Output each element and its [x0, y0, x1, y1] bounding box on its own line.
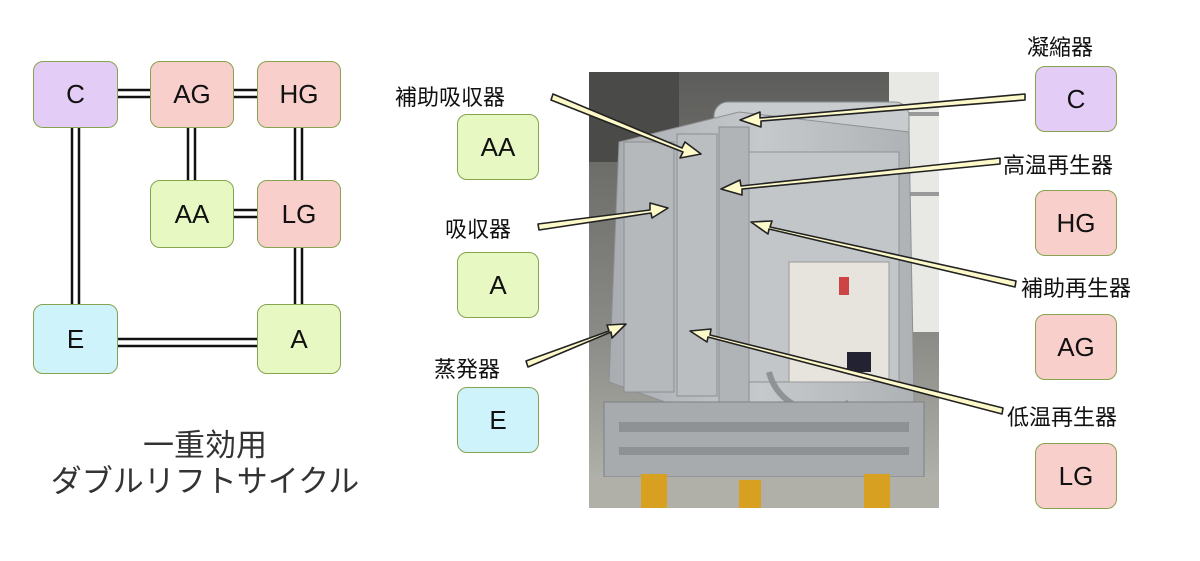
node-a-label: A [290, 323, 308, 354]
arrow-a [537, 202, 669, 231]
box-c-label: C [1066, 83, 1086, 114]
arrow-ag [750, 220, 1017, 288]
node-c: C [33, 61, 118, 128]
node-e: E [33, 304, 118, 374]
box-aa-label: AA [480, 131, 516, 162]
chiller-photo [589, 72, 939, 508]
cycle-title-line1: 一重効用 [143, 428, 267, 464]
node-c-label: C [66, 79, 85, 109]
arrow-lg [689, 328, 1004, 415]
label-lg-name: 低温再生器 [1007, 406, 1118, 431]
box-ag-label: AG [1057, 331, 1095, 362]
box-lg-label: LG [1058, 460, 1094, 491]
node-ag-label: AG [173, 79, 211, 109]
node-aa-label: AA [174, 198, 210, 229]
box-e: E [457, 387, 539, 453]
node-ag: AG [150, 61, 234, 128]
box-a: A [457, 252, 539, 318]
node-hg: HG [257, 61, 341, 128]
arrow-c [739, 93, 1026, 128]
arrow-hg [720, 157, 1001, 196]
label-hg-name: 高温再生器 [1003, 154, 1114, 179]
cycle-title-line2: ダブルリフトサイクル [50, 464, 360, 500]
label-e-name: 蒸発器 [434, 358, 501, 383]
box-ag: AG [1035, 314, 1117, 380]
box-hg: HG [1035, 190, 1117, 256]
box-lg: LG [1035, 443, 1117, 509]
node-e-label: E [66, 323, 85, 354]
node-a: A [257, 304, 341, 374]
box-e-label: E [489, 404, 507, 435]
label-c-name: 凝縮器 [1027, 36, 1094, 61]
box-aa: AA [457, 114, 539, 180]
arrow-aa [550, 93, 702, 159]
label-ag-name: 補助再生器 [1021, 277, 1132, 302]
label-a-name: 吸収器 [445, 218, 512, 243]
box-c: C [1035, 66, 1117, 132]
label-aa-name: 補助吸収器 [395, 86, 506, 111]
node-lg-label: LG [281, 198, 317, 229]
arrow-e [525, 323, 627, 368]
box-hg-label: HG [1056, 207, 1096, 238]
node-lg: LG [257, 180, 341, 248]
node-aa: AA [150, 180, 234, 248]
node-hg-label: HG [279, 79, 319, 109]
box-a-label: A [489, 269, 507, 300]
